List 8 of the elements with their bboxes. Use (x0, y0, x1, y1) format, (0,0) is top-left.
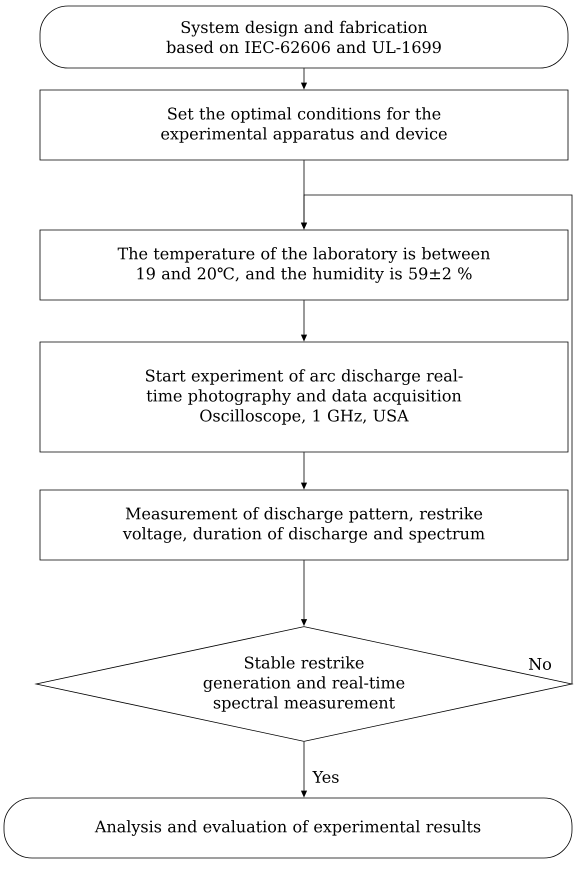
process-box: Start experiment of arc discharge real-time photography and data acquisition Oscilloscope, 1 GHz, USA (40, 342, 568, 452)
edge-label: Yes (312, 770, 340, 784)
process-box: The temperature of the laboratory is between 19 and 20℃, and the humidity is 59±2 % (40, 230, 568, 300)
process-box: Set the optimal conditions for the experimental apparatus and device (40, 90, 568, 160)
terminal-box: System design and fabrication based on IEC-62606 and UL-1699 (40, 6, 568, 68)
process-box: Measurement of discharge pattern, restrike voltage, duration of discharge and spectrum (40, 490, 568, 560)
edge-label: No (527, 657, 553, 671)
terminal-box: Analysis and evaluation of experimental results (4, 798, 572, 858)
